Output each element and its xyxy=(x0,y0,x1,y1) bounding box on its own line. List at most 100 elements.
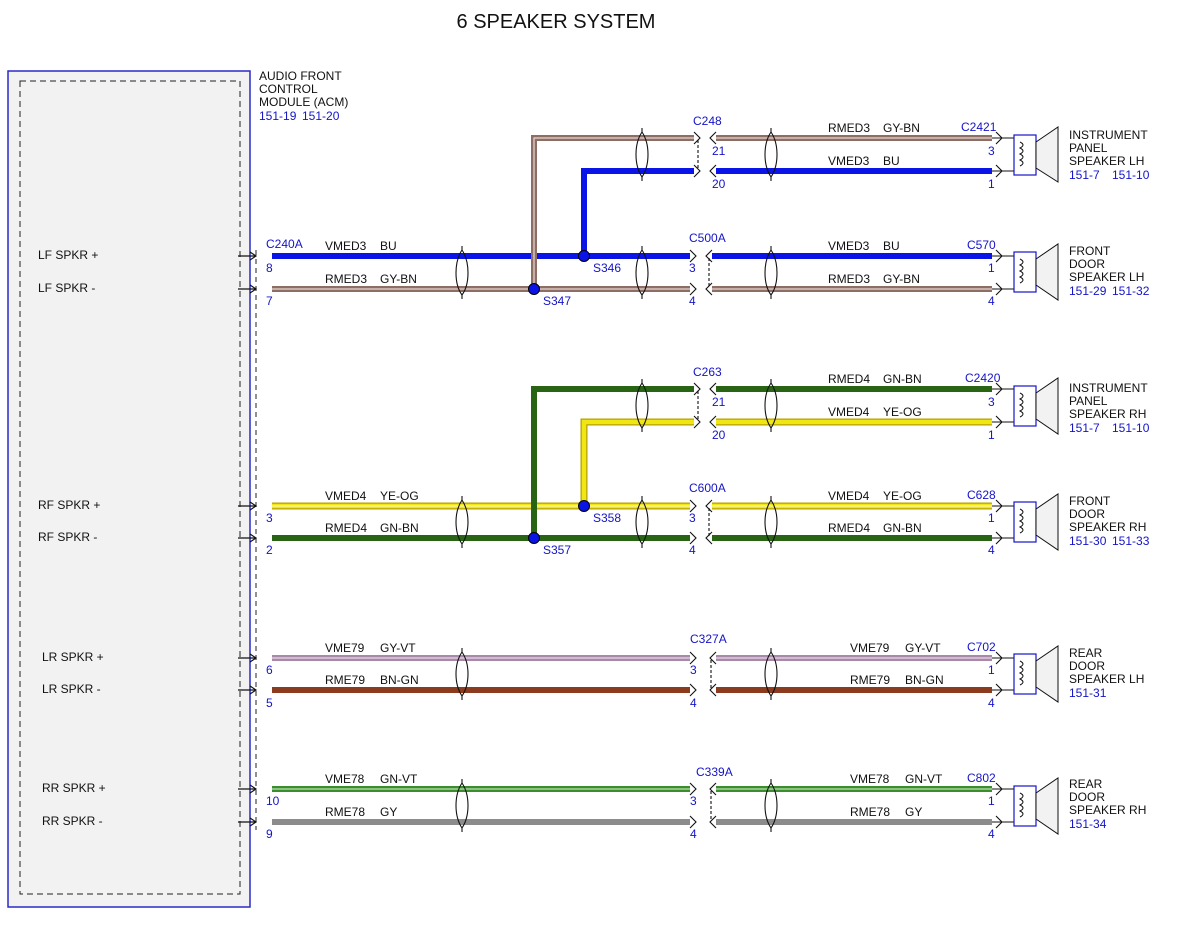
speaker-0-ref-1: 151-7 xyxy=(1069,168,1100,182)
connector-c628: C628 xyxy=(967,488,996,502)
wire-ip-rh-top-color: GN-BN xyxy=(883,372,922,386)
wire-rr-neg-color: GY xyxy=(380,805,397,819)
speaker-5-name-3: SPEAKER RH xyxy=(1069,803,1146,817)
connector-c248: C248 xyxy=(693,114,722,128)
c570-pin-1: 1 xyxy=(988,261,995,275)
pin-label-lr-pos: LR SPKR + xyxy=(42,650,104,664)
connector-c2420: C2420 xyxy=(965,371,1001,385)
c2421-pin-3: 3 xyxy=(988,144,995,158)
pin-label-rr-pos: RR SPKR + xyxy=(42,781,106,795)
speaker-2-name-3: SPEAKER RH xyxy=(1069,407,1146,421)
speaker-3-ref-2: 151-33 xyxy=(1112,534,1150,548)
wire-rf-neg-r-color: GN-BN xyxy=(883,521,922,535)
wire-lr-pos-color: GY-VT xyxy=(380,641,416,655)
speaker-4-name-3: SPEAKER LH xyxy=(1069,672,1144,686)
splice-s347 xyxy=(528,283,540,295)
acm-name-line-1: AUDIO FRONT xyxy=(259,69,342,83)
wire-lf-pos-r-circuit: VMED3 xyxy=(828,239,870,253)
wire-rf-pos-circuit: VMED4 xyxy=(325,489,367,503)
twisted-pair-markers xyxy=(455,128,778,832)
pin-label-lf-pos: LF SPKR + xyxy=(38,248,98,262)
wire-rf-neg-circuit: RMED4 xyxy=(325,521,367,535)
speaker-rear-door-rh xyxy=(992,777,1059,835)
speaker-2-name-2: PANEL xyxy=(1069,394,1108,408)
speaker-rear-door-lh xyxy=(992,645,1059,703)
wire-rf-pos-color: YE-OG xyxy=(380,489,419,503)
wire-rr-neg-circuit: RME78 xyxy=(325,805,365,819)
wire-lf-neg-r-circuit: RMED3 xyxy=(828,272,870,286)
speaker-0-name-2: PANEL xyxy=(1069,141,1108,155)
speaker-2-ref-1: 151-7 xyxy=(1069,421,1100,435)
speaker-3-name-2: DOOR xyxy=(1069,507,1105,521)
acm-name-line-2: CONTROL xyxy=(259,82,318,96)
splice-s358 xyxy=(578,500,590,512)
acm-ref-2: 151-20 xyxy=(302,109,340,123)
splice-label-s346: S346 xyxy=(593,261,621,275)
c702-pin-4: 4 xyxy=(988,696,995,710)
speaker-4-name-1: REAR xyxy=(1069,646,1103,660)
speaker-4-name-2: DOOR xyxy=(1069,659,1105,673)
c2420-pin-1: 1 xyxy=(988,428,995,442)
wire-lr-neg-color: BN-GN xyxy=(380,673,419,687)
speaker-1-name-3: SPEAKER LH xyxy=(1069,270,1144,284)
splice-s357 xyxy=(528,532,540,544)
wire-rr-pos-color: GN-VT xyxy=(380,772,418,786)
acm-pin-7: 7 xyxy=(266,294,273,308)
c248-pin-21: 21 xyxy=(712,144,726,158)
connector-c263: C263 xyxy=(693,365,722,379)
acm-module-box xyxy=(7,70,251,908)
acm-pin-3: 3 xyxy=(266,511,273,525)
wire-ip-lh-bottom-color: BU xyxy=(883,154,900,168)
wire-ip-rh-bottom-circuit: VMED4 xyxy=(828,405,870,419)
c600a-pin-3: 3 xyxy=(689,511,696,525)
wire-lf-pos-r-color: BU xyxy=(883,239,900,253)
wire-lf-neg-circuit: RMED3 xyxy=(325,272,367,286)
wire-lr-neg-circuit: RME79 xyxy=(325,673,365,687)
c263-pin-21: 21 xyxy=(712,395,726,409)
pin-label-lr-neg: LR SPKR - xyxy=(42,682,101,696)
c570-pin-4: 4 xyxy=(988,294,995,308)
acm-pin-9: 9 xyxy=(266,827,273,841)
speaker-1-ref-1: 151-29 xyxy=(1069,284,1107,298)
c802-pin-4: 4 xyxy=(988,827,995,841)
wire-ip-rh-bottom-color: YE-OG xyxy=(883,405,922,419)
wire-ip-rh-bottom xyxy=(580,418,992,506)
diagram-title: 6 SPEAKER SYSTEM xyxy=(457,11,656,33)
wire-ip-lh-top-color: GY-BN xyxy=(883,121,920,135)
splice-label-s358: S358 xyxy=(593,511,621,525)
acm-pin-10: 10 xyxy=(266,794,280,808)
connector-c240a: C240A xyxy=(266,237,303,251)
wire-ip-rh-top-circuit: RMED4 xyxy=(828,372,870,386)
pin-label-rf-pos: RF SPKR + xyxy=(38,498,100,512)
connector-c600a: C600A xyxy=(689,481,726,495)
wire-rr-pos-r-color: GN-VT xyxy=(905,772,943,786)
c327a-pin-4: 4 xyxy=(690,696,697,710)
speaker-ip-lh xyxy=(992,126,1059,183)
acm-pin-2: 2 xyxy=(266,543,273,557)
connector-c570: C570 xyxy=(967,238,996,252)
wire-lf-pos-circuit: VMED3 xyxy=(325,239,367,253)
wire-lf-neg-r-color: GY-BN xyxy=(883,272,920,286)
speaker-1-name-2: DOOR xyxy=(1069,257,1105,271)
wire-ip-lh-bottom xyxy=(581,168,992,256)
pin-label-rf-neg: RF SPKR - xyxy=(38,530,97,544)
wire-lf-neg-color: GY-BN xyxy=(380,272,417,286)
speaker-1-name-1: FRONT xyxy=(1069,244,1111,258)
connector-c339a: C339A xyxy=(696,765,733,779)
speaker-5-name-2: DOOR xyxy=(1069,790,1105,804)
connector-c327a: C327A xyxy=(690,632,727,646)
speaker-5-ref-1: 151-34 xyxy=(1069,817,1107,831)
wire-rf-neg-r-circuit: RMED4 xyxy=(828,521,870,535)
acm-pin-arrows xyxy=(238,251,258,827)
speaker-3-ref-1: 151-30 xyxy=(1069,534,1107,548)
connector-c802: C802 xyxy=(967,771,996,785)
wire-lr-pos-circuit: VME79 xyxy=(325,641,365,655)
c2420-pin-3: 3 xyxy=(988,395,995,409)
c500a-pin-3: 3 xyxy=(689,261,696,275)
acm-module-inner-outline xyxy=(19,80,241,895)
wire-lr-neg-r-circuit: RME79 xyxy=(850,673,890,687)
c802-pin-1: 1 xyxy=(988,794,995,808)
wire-lr-neg-r-color: BN-GN xyxy=(905,673,944,687)
splice-s346 xyxy=(578,250,590,262)
